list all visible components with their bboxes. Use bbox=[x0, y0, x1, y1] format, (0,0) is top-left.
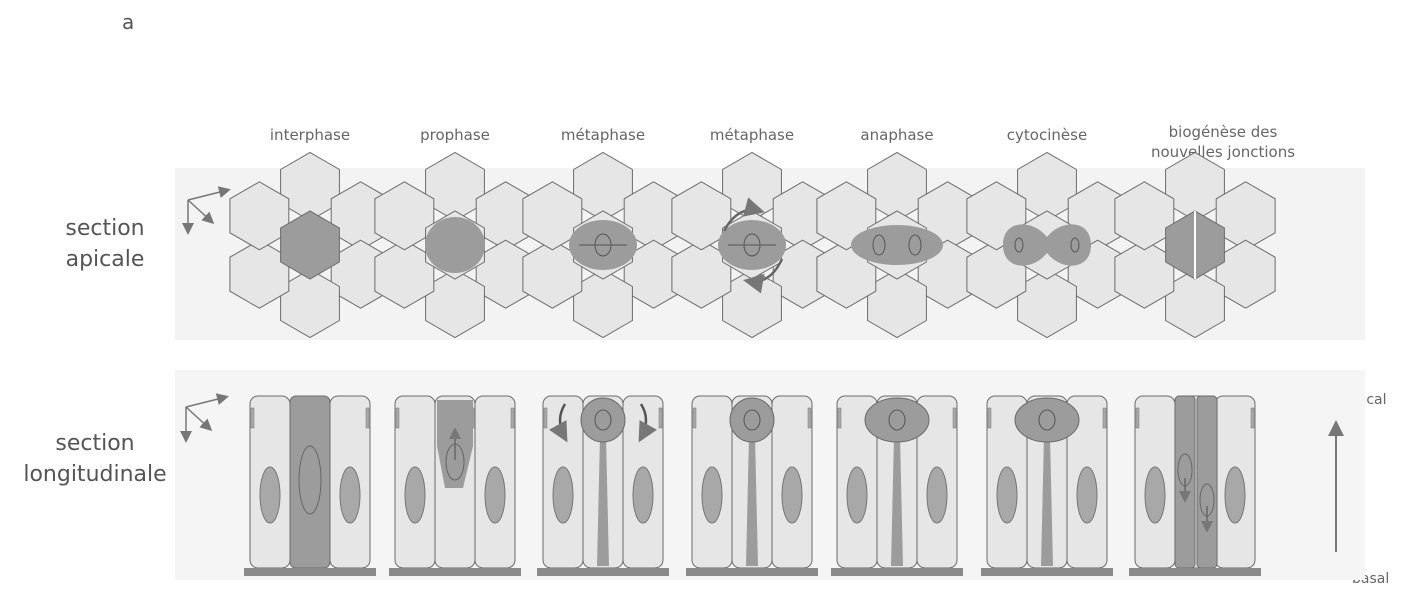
nucleus bbox=[633, 467, 653, 523]
junction bbox=[251, 408, 254, 428]
basal-membrane bbox=[537, 568, 669, 576]
junction bbox=[838, 408, 841, 428]
longitudinal-section-5 bbox=[981, 396, 1113, 576]
longitudinal-section-1 bbox=[389, 396, 521, 576]
nucleus bbox=[1077, 467, 1097, 523]
nucleus bbox=[553, 467, 573, 523]
rounded-cell bbox=[581, 398, 625, 442]
basal-membrane bbox=[1129, 568, 1261, 576]
longitudinal-section-6 bbox=[1129, 396, 1261, 576]
junction bbox=[953, 408, 956, 428]
nucleus bbox=[1225, 467, 1245, 523]
nucleus bbox=[485, 467, 505, 523]
nucleus bbox=[405, 467, 425, 523]
nucleus bbox=[702, 467, 722, 523]
longitudinal-section-3 bbox=[686, 396, 818, 576]
longitudinal-section-4 bbox=[831, 396, 963, 576]
nucleus bbox=[997, 467, 1017, 523]
longitudinal-section-0 bbox=[244, 396, 376, 576]
junction bbox=[544, 408, 547, 428]
junction bbox=[1103, 408, 1106, 428]
rounded-cell bbox=[730, 398, 774, 442]
basal-membrane bbox=[831, 568, 963, 576]
nucleus bbox=[340, 467, 360, 523]
rounded-cell bbox=[865, 398, 929, 442]
longitudinal-section-2 bbox=[537, 396, 669, 576]
elongated-cell bbox=[851, 225, 943, 265]
rounded-cell bbox=[425, 217, 485, 273]
junction bbox=[659, 408, 662, 428]
junction bbox=[808, 408, 811, 428]
junction bbox=[366, 408, 369, 428]
basal-membrane bbox=[981, 568, 1113, 576]
basal-membrane bbox=[686, 568, 818, 576]
nucleus bbox=[1145, 467, 1165, 523]
nucleus bbox=[782, 467, 802, 523]
daughter-cell bbox=[1197, 396, 1217, 568]
dividing-cell bbox=[290, 396, 330, 568]
nucleus bbox=[927, 467, 947, 523]
rounded-cell bbox=[1015, 398, 1079, 442]
nucleus bbox=[260, 467, 280, 523]
basal-membrane bbox=[244, 568, 376, 576]
junction bbox=[511, 408, 514, 428]
nucleus bbox=[847, 467, 867, 523]
junction bbox=[1136, 408, 1139, 428]
junction bbox=[396, 408, 399, 428]
basal-membrane bbox=[389, 568, 521, 576]
junction bbox=[1251, 408, 1254, 428]
junction bbox=[988, 408, 991, 428]
junction bbox=[693, 408, 696, 428]
